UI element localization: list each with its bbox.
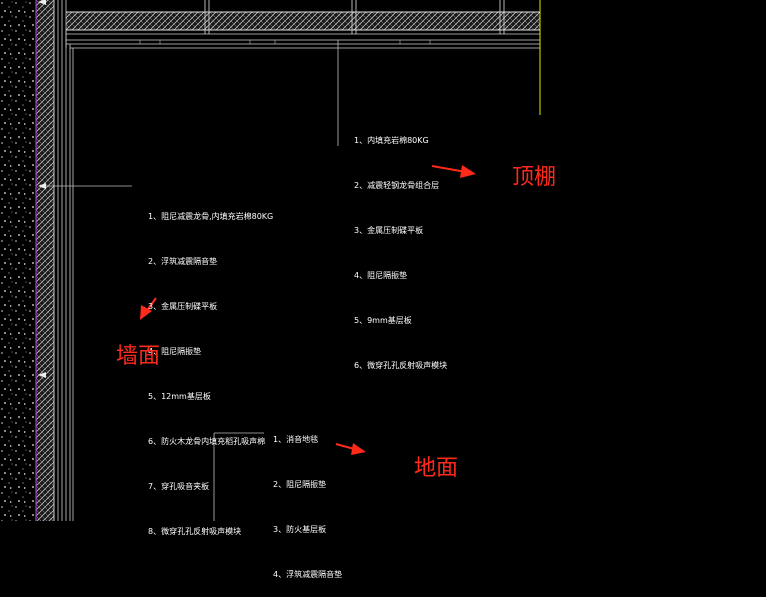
note-line: 1、消音地毯 [273,435,319,444]
ceiling-section [65,0,541,115]
note-line: 1、内填充岩棉80KG [354,136,429,145]
wall-arrow-icon [140,297,157,320]
note-line: 8、微穿孔孔反射吸声模块 [148,527,242,536]
note-line: 2、阻尼隔振垫 [273,480,327,489]
ceiling-label: 顶棚 [512,165,557,190]
note-line: 5、9mm基层板 [354,316,412,325]
floor-notes: 1、消音地毯 2、阻尼隔振垫 3、防火基层板 4、浮筑减震隔音垫 [273,402,342,597]
floor-label: 地面 [414,456,459,481]
wall-label: 墙面 [116,344,161,369]
note-line: 4、阻尼隔振垫 [148,347,202,356]
note-line: 6、防火木龙骨内填充稻孔吸声棉 [148,437,266,446]
note-line: 2、浮筑减震隔音垫 [148,257,218,266]
note-line: 2、减震轻钢龙骨组合层 [354,181,440,190]
note-line: 7、穿孔吸音夹板 [148,482,210,491]
note-line: 3、金属压制碟平板 [354,226,424,235]
leader-lines [46,40,339,521]
ceiling-notes: 1、内填充岩棉80KG 2、减震轻钢龙骨组合层 3、金属压制碟平板 4、阻尼隔振… [354,103,447,388]
wall-notes: 1、阻尼减震龙骨,内填充岩棉80KG 2、浮筑减震隔音垫 3、金属压制碟平板 4… [148,179,273,554]
concrete-wall-section [0,0,74,521]
note-line: 3、防火基层板 [273,525,327,534]
note-line: 6、微穿孔孔反射吸声模块 [354,361,448,370]
cad-drawing-canvas [0,0,541,521]
note-line: 4、浮筑减震隔音垫 [273,570,343,579]
note-line: 5、12mm基层板 [148,392,211,401]
floor-arrow-icon [335,443,366,455]
note-line: 1、阻尼减震龙骨,内填充岩棉80KG [148,212,274,221]
ceiling-arrow-icon [431,165,476,178]
note-line: 4、阻尼隔振垫 [354,271,408,280]
note-line: 3、金属压制碟平板 [148,302,218,311]
